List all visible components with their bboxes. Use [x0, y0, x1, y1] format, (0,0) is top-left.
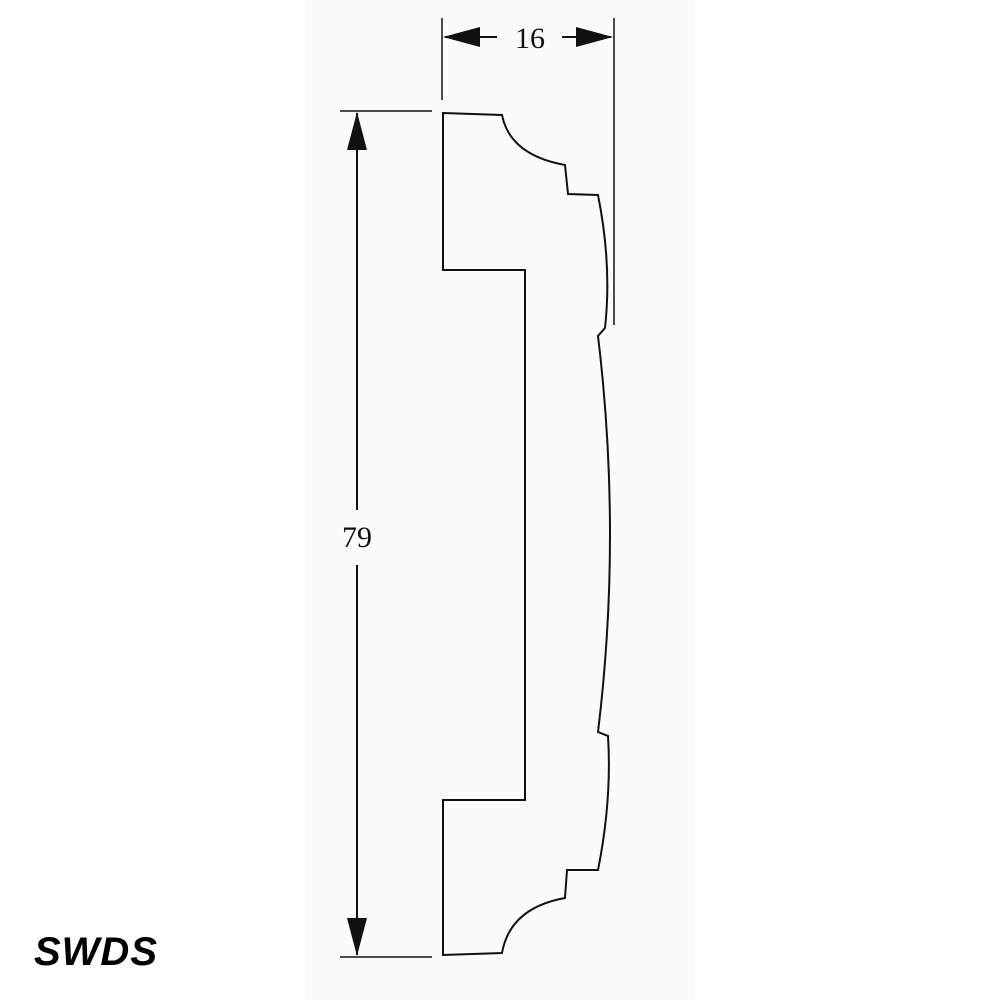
- width-arrowhead-left: [443, 27, 480, 47]
- width-dimension-label: 16: [515, 22, 545, 55]
- width-arrowhead-right: [576, 27, 613, 47]
- height-dimension-label: 79: [342, 521, 372, 554]
- drawing-sheet: [305, 0, 695, 1000]
- height-arrowhead-top: [347, 112, 367, 150]
- height-arrowhead-bottom: [347, 918, 367, 956]
- molding-profile-outline: [442, 111, 611, 957]
- brand-logo-text: SWDS: [34, 930, 158, 974]
